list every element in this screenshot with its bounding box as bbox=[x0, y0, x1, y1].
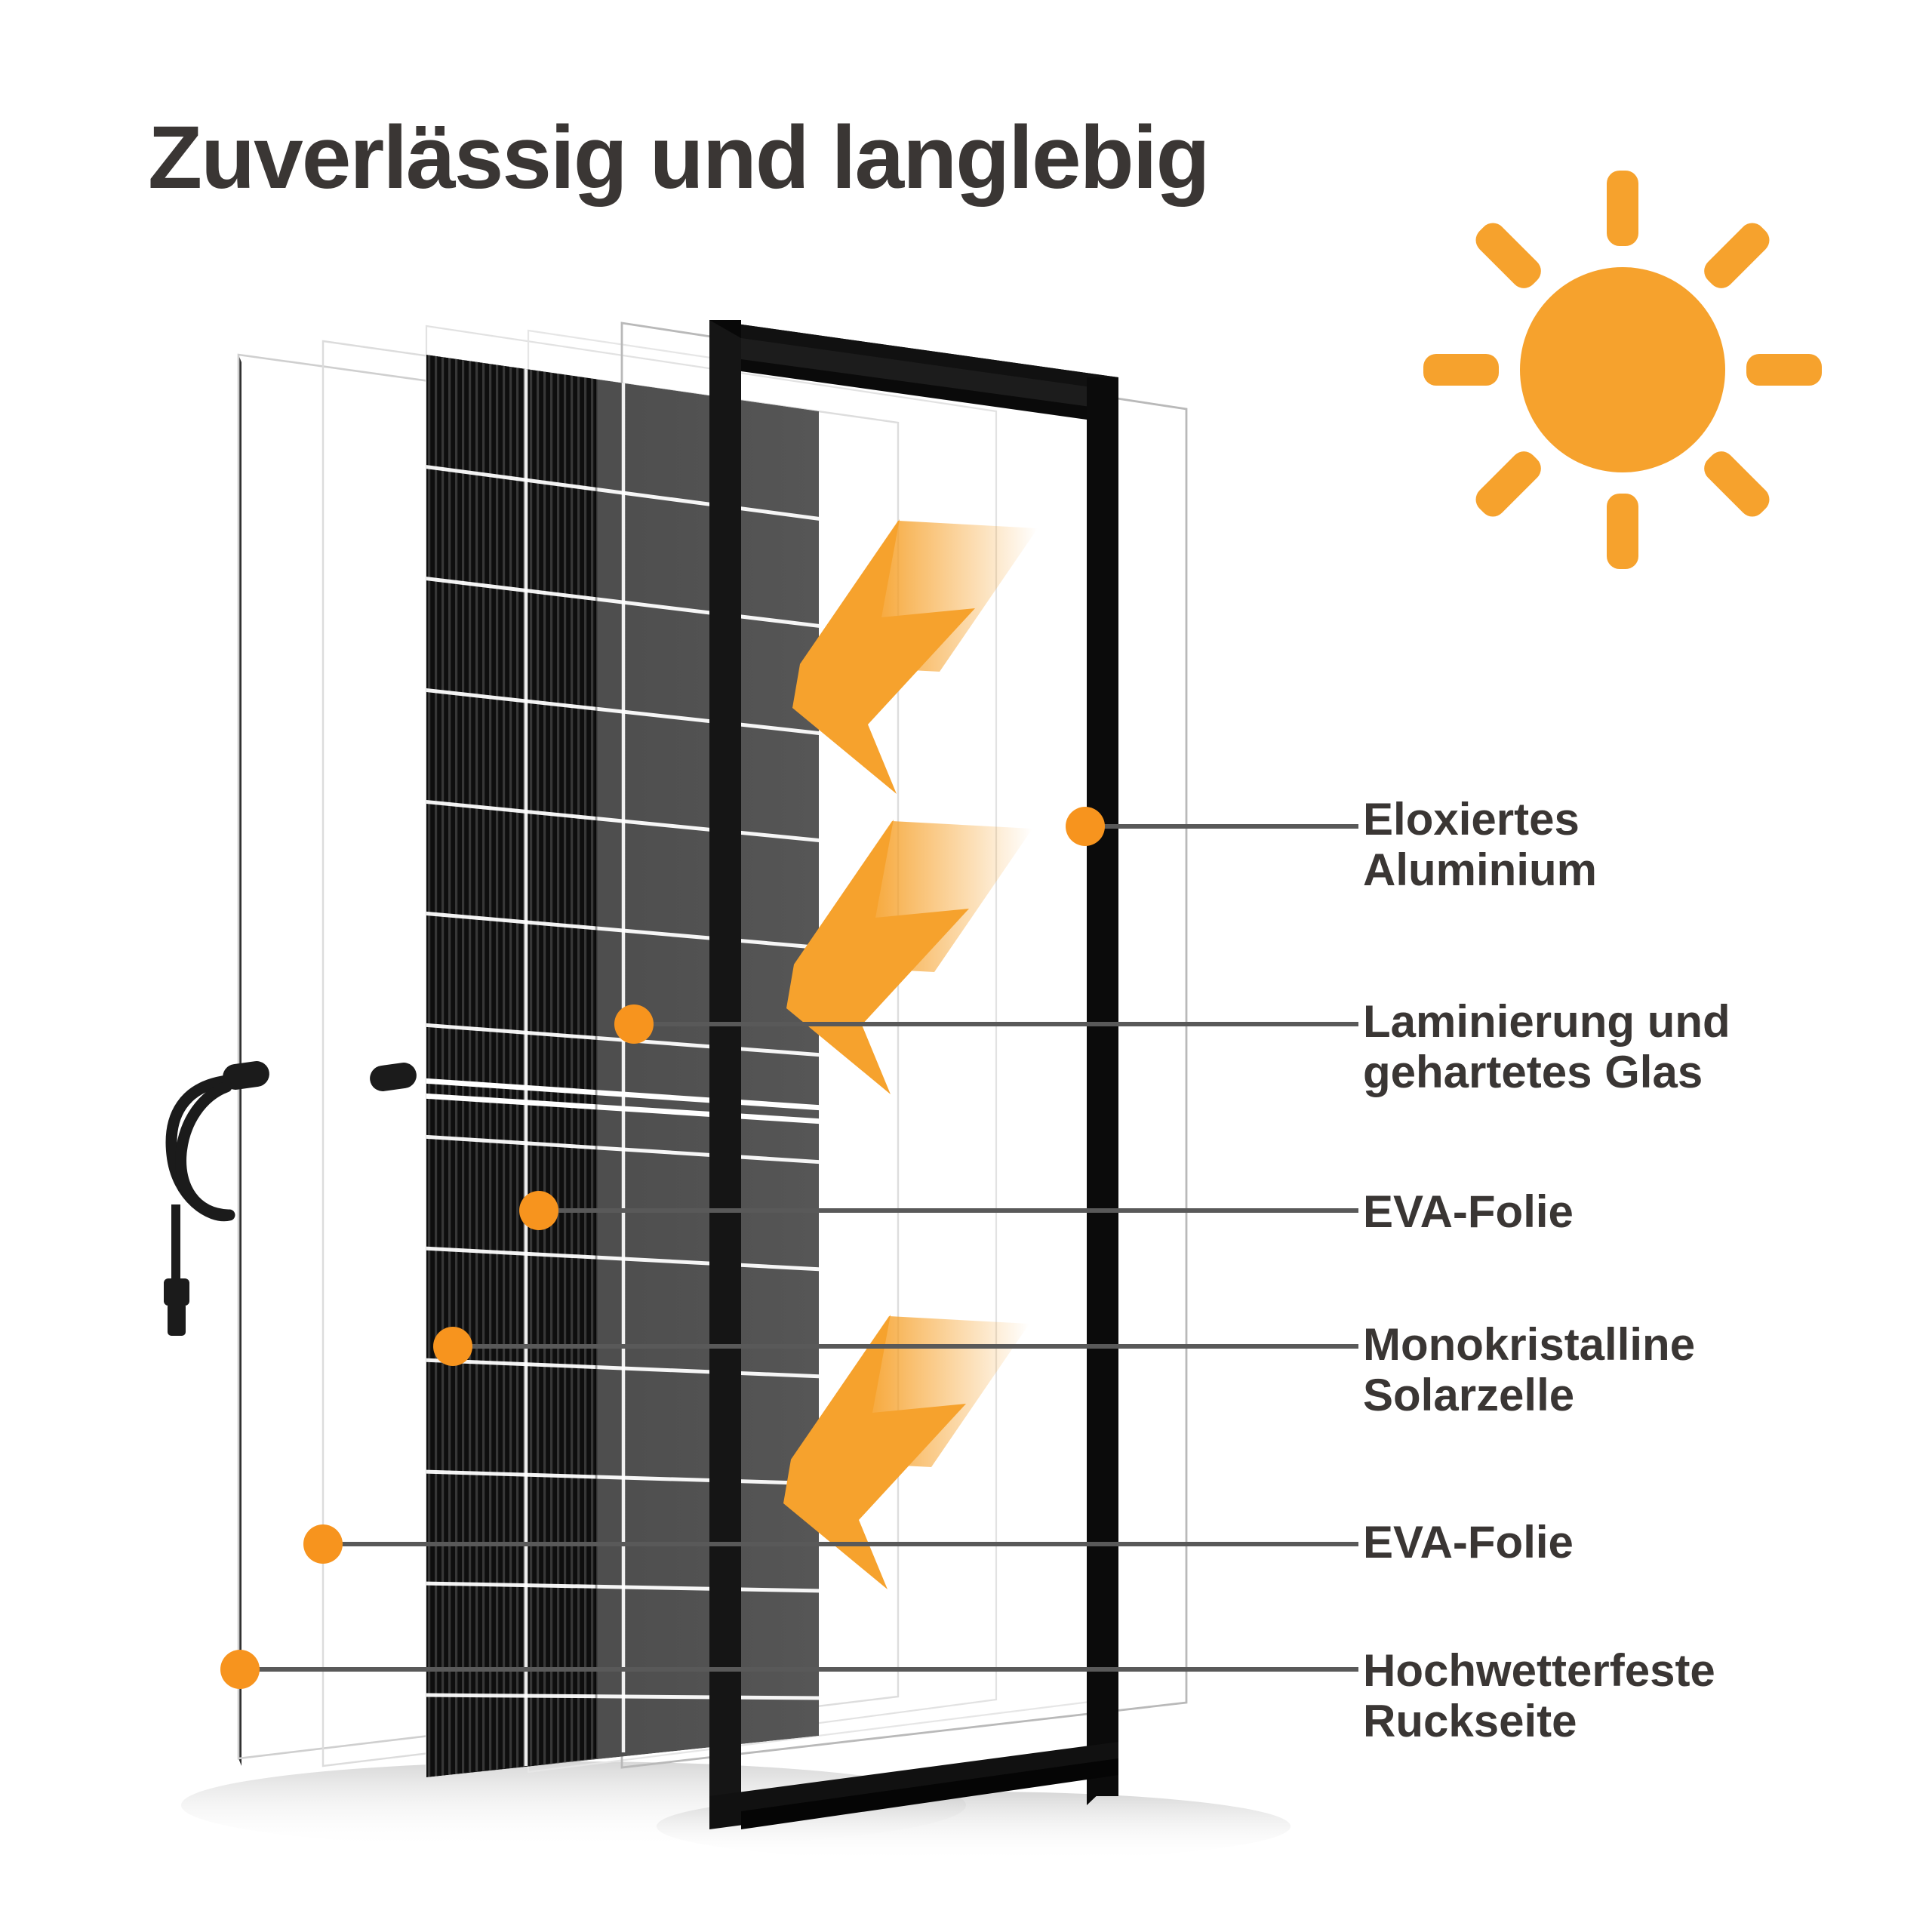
callout-leader-lines bbox=[240, 824, 1358, 1672]
callout-label-eva-folie-oben: EVA-Folie bbox=[1363, 1186, 1574, 1237]
callout-dots bbox=[220, 807, 1105, 1689]
mc4-connector-icon bbox=[370, 1063, 417, 1091]
callout-dot-4[interactable] bbox=[303, 1524, 343, 1564]
callout-dot-3[interactable] bbox=[433, 1327, 472, 1366]
callout-label-hochwetterfeste-rueckseite: Hochwetterfeste Ruckseite bbox=[1363, 1645, 1715, 1747]
callout-dot-5[interactable] bbox=[220, 1650, 260, 1689]
sun-icon bbox=[1423, 171, 1822, 569]
sunlight-arrow-1 bbox=[792, 519, 1038, 794]
callout-label-eloxiertes-aluminium: Eloxiertes Aluminium bbox=[1363, 794, 1597, 896]
aluminium-frame bbox=[709, 320, 1118, 1829]
callout-dot-2[interactable] bbox=[519, 1191, 558, 1230]
callout-label-monokristalline-solarzelle: Monokristalline Solarzelle bbox=[1363, 1319, 1696, 1421]
solar-cell-matrix bbox=[426, 355, 819, 1777]
callout-label-eva-folie-unten: EVA-Folie bbox=[1363, 1517, 1574, 1567]
callout-label-laminierung-gehaertetes-glas: Laminierung und gehartetes Glas bbox=[1363, 996, 1730, 1098]
callout-dot-0[interactable] bbox=[1066, 807, 1105, 846]
sunlight-arrow-3 bbox=[783, 1315, 1029, 1589]
mc4-cable-icon bbox=[164, 1061, 269, 1336]
page-title: Zuverlässig und langlebig bbox=[148, 108, 1211, 208]
callout-dot-1[interactable] bbox=[614, 1004, 654, 1044]
